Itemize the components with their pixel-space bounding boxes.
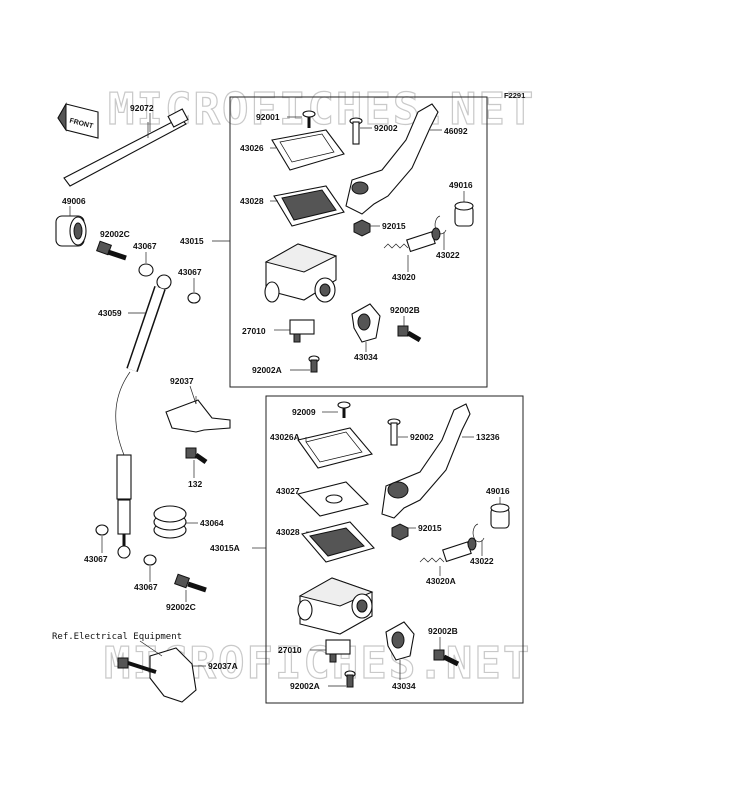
screw-part-92001 [302, 110, 316, 128]
handlebar-clamp-part-top [351, 303, 381, 343]
label-92002-top: 92002 [374, 123, 398, 133]
label-43026: 43026 [240, 143, 264, 153]
label-43027: 43027 [276, 486, 300, 496]
label-92002c-top: 92002C [100, 229, 130, 239]
switch-bracket-part [117, 647, 197, 703]
front-arrow-icon: FRONT [57, 102, 99, 139]
label-43028-top: 43028 [240, 196, 264, 206]
label-46092: 46092 [444, 126, 468, 136]
label-43034-bottom: 43034 [392, 681, 416, 691]
brake-lever-part-bottom [381, 403, 471, 519]
screw-part-92002a-bottom [344, 670, 356, 688]
label-92002-bottom: 92002 [410, 432, 434, 442]
bolt-part-92002c-top [96, 240, 127, 261]
label-43067-d: 43067 [134, 582, 158, 592]
label-43059: 43059 [98, 308, 122, 318]
label-43026a: 43026A [270, 432, 300, 442]
label-13236: 13236 [476, 432, 500, 442]
label-27010-bottom: 27010 [278, 645, 302, 655]
master-cylinder-body-part-a [297, 577, 374, 635]
label-43015: 43015 [180, 236, 204, 246]
grommet-part [153, 505, 187, 539]
label-43028-bottom: 43028 [276, 527, 300, 537]
label-92015-top: 92015 [382, 221, 406, 231]
label-92002c-bottom: 92002C [166, 602, 196, 612]
nut-part-top [353, 219, 371, 237]
label-92001: 92001 [256, 112, 280, 122]
label-43020a: 43020A [426, 576, 456, 586]
label-92002a-top: 92002A [252, 365, 282, 375]
lower-assembly-frame [265, 395, 524, 704]
upper-assembly-frame [229, 96, 488, 388]
bolt-part-92002c-bottom [174, 573, 207, 593]
label-43067-a: 43067 [133, 241, 157, 251]
label-92002b-bottom: 92002B [428, 626, 458, 636]
label-92037: 92037 [170, 376, 194, 386]
diaphragm-part-bottom [301, 521, 376, 563]
label-43015a: 43015A [210, 543, 240, 553]
piston-kit-part-top [383, 227, 441, 253]
dust-boot-part-top [454, 201, 474, 227]
label-43067-b: 43067 [178, 267, 202, 277]
nut-part-bottom [391, 523, 409, 541]
dust-boot-part-bottom [490, 503, 510, 529]
brake-switch-part-bottom [325, 639, 351, 663]
diaphragm-part-top [273, 185, 345, 227]
label-92002a-bottom: 92002A [290, 681, 320, 691]
diagram-code: F2291 [504, 91, 525, 100]
diaphragm-plate-part [296, 481, 370, 517]
label-49006: 49006 [62, 196, 86, 206]
cable-tie-part [63, 108, 189, 187]
label-43067-c: 43067 [84, 554, 108, 564]
label-43022-bottom: 43022 [470, 556, 494, 566]
label-27010-top: 27010 [242, 326, 266, 336]
label-92037a: 92037A [208, 661, 238, 671]
brake-lever-part-top [345, 103, 439, 215]
label-132: 132 [188, 479, 202, 489]
reservoir-cover-part [271, 129, 345, 171]
master-cylinder-body-part [264, 243, 338, 303]
reservoir-cover-part-a [297, 427, 373, 469]
brake-switch-part-top [289, 319, 315, 343]
pivot-bolt-part-bottom [387, 418, 401, 446]
rubber-cap-part [55, 215, 87, 247]
bolt-part-92002b-top [397, 325, 422, 343]
label-43064: 43064 [200, 518, 224, 528]
screw-part-92002a-top [308, 355, 320, 373]
hose-clamp-part [165, 396, 231, 433]
bolt-part-92002b-bottom [433, 649, 460, 667]
washer-part-c [95, 524, 109, 536]
brake-hose-part [115, 274, 172, 559]
label-43022-top: 43022 [436, 250, 460, 260]
bolt-part-132 [185, 447, 208, 465]
handlebar-clamp-part-bottom [385, 621, 415, 661]
pivot-bolt-part-top [349, 117, 363, 145]
piston-kit-part-bottom [419, 537, 477, 563]
label-92002b-top: 92002B [390, 305, 420, 315]
label-49016-bottom: 49016 [486, 486, 510, 496]
label-43034-top: 43034 [354, 352, 378, 362]
label-92009: 92009 [292, 407, 316, 417]
washer-part-b [187, 292, 201, 304]
label-43020: 43020 [392, 272, 416, 282]
washer-part-d [143, 554, 157, 566]
label-92072: 92072 [130, 103, 154, 113]
ref-electrical-note: Ref.Electrical Equipment [52, 632, 182, 642]
screw-part-92009 [337, 401, 351, 418]
label-92015-bottom: 92015 [418, 523, 442, 533]
washer-part-a [138, 263, 154, 277]
label-49016-top: 49016 [449, 180, 473, 190]
